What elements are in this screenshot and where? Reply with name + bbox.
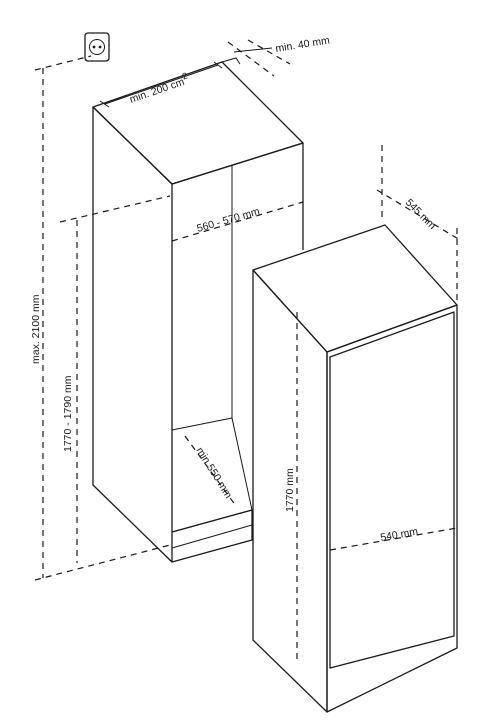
- label-niche-width: 560 - 570 mm: [196, 205, 262, 234]
- refrigerator-unit: [252, 224, 458, 713]
- fridge-door: [329, 311, 455, 669]
- label-niche-depth: min.550 mm: [193, 445, 234, 501]
- label-unit-width: 540 mm: [379, 526, 419, 544]
- dimension-niche-depth: [184, 435, 237, 507]
- fridge-front: [326, 304, 458, 713]
- label-max-height: max. 2100 mm: [30, 294, 42, 364]
- label-niche-height: 1770 - 1790 mm: [62, 375, 74, 452]
- dimension-niche-height: [59, 195, 171, 563]
- cabinet-niche: [92, 57, 304, 563]
- fridge-top: [252, 224, 458, 353]
- label-unit-height: 1770 mm: [284, 468, 296, 512]
- dimension-min-vent: [99, 61, 223, 108]
- dimension-max-height: [34, 55, 171, 581]
- power-socket-icon: [84, 32, 110, 62]
- label-unit-depth: 545 mm: [403, 197, 438, 232]
- label-min-vent: min. 200 cm2: [127, 70, 191, 105]
- dimension-unit-depth: [376, 145, 461, 300]
- cabinet-top: [92, 61, 304, 185]
- dimension-min-gap: [227, 39, 291, 77]
- label-min-gap: min. 40 mm: [275, 34, 331, 54]
- dimension-niche-width: [171, 201, 304, 242]
- cabinet-side: [92, 106, 173, 563]
